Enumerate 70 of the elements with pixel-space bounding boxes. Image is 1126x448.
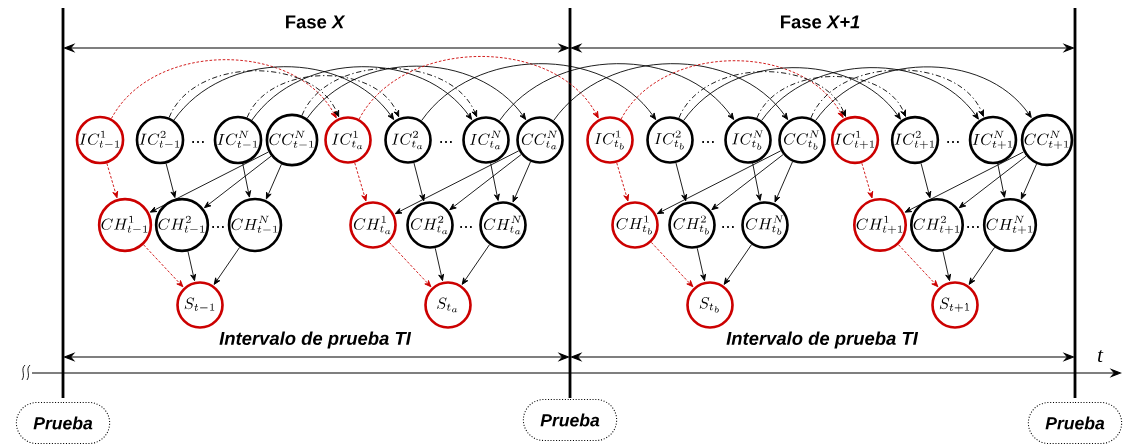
arrow bbox=[301, 67, 478, 118]
arrow bbox=[106, 162, 119, 199]
arrow bbox=[111, 59, 337, 119]
arrow bbox=[394, 150, 520, 215]
arrow bbox=[265, 163, 282, 200]
arrow bbox=[499, 63, 735, 121]
test-box: Prueba bbox=[15, 401, 111, 444]
arrow bbox=[958, 155, 1027, 209]
ellipsis: ... bbox=[440, 141, 452, 143]
ellipsis: ... bbox=[967, 226, 979, 228]
arrow bbox=[675, 162, 688, 202]
arrow bbox=[354, 162, 368, 202]
arrow bbox=[512, 161, 531, 203]
arrow bbox=[143, 244, 184, 288]
phase-label: Fase X+1 bbox=[781, 15, 860, 29]
axis-label: t bbox=[1098, 349, 1104, 362]
arrow bbox=[920, 162, 932, 199]
arrow bbox=[242, 163, 252, 198]
arrow bbox=[810, 69, 984, 119]
arrow bbox=[861, 162, 874, 199]
arrow bbox=[616, 162, 630, 202]
arrow bbox=[358, 56, 599, 120]
arrow bbox=[1020, 163, 1037, 200]
arrow bbox=[461, 244, 490, 285]
arrow bbox=[213, 247, 240, 285]
arrow bbox=[490, 162, 500, 201]
arrow bbox=[553, 63, 789, 121]
arrow bbox=[761, 67, 979, 121]
arrow bbox=[246, 75, 400, 118]
arrow bbox=[997, 163, 1007, 198]
arrow bbox=[898, 244, 939, 288]
arrow bbox=[756, 76, 906, 119]
arrow bbox=[774, 161, 793, 203]
arrow bbox=[413, 162, 426, 202]
ellipsis: ... bbox=[192, 141, 204, 143]
arrow bbox=[434, 247, 445, 282]
arrow bbox=[683, 67, 901, 121]
arrow bbox=[173, 66, 395, 121]
interval-label: Intervalo de prueba TI bbox=[219, 331, 412, 349]
arrow bbox=[942, 250, 952, 282]
arrow bbox=[251, 66, 473, 121]
test-box: Prueba bbox=[1027, 401, 1123, 444]
arrow bbox=[968, 246, 996, 285]
arrow bbox=[752, 162, 762, 201]
arrow bbox=[165, 163, 177, 198]
arrow bbox=[723, 244, 752, 285]
arrow bbox=[711, 154, 784, 211]
ellipsis: ... bbox=[722, 226, 734, 228]
arrow bbox=[656, 150, 782, 215]
arrow bbox=[388, 241, 432, 288]
arrow bbox=[449, 154, 522, 211]
ellipsis: ... bbox=[947, 141, 959, 143]
arrow bbox=[306, 65, 527, 120]
arrow bbox=[904, 151, 1025, 213]
interval-label: Intervalo de prueba TI bbox=[726, 331, 919, 349]
arrow bbox=[187, 251, 197, 282]
arrow bbox=[696, 247, 707, 282]
ellipsis: ... bbox=[702, 141, 714, 143]
arrow bbox=[204, 155, 272, 209]
arrow bbox=[149, 151, 269, 213]
ellipsis: ... bbox=[460, 226, 472, 228]
arrow bbox=[421, 63, 657, 121]
arrow bbox=[168, 70, 340, 118]
arrow bbox=[815, 66, 1032, 121]
ellipsis: ... bbox=[212, 226, 224, 228]
arrow bbox=[650, 241, 694, 288]
arrow bbox=[620, 60, 844, 120]
phase-label: Fase X bbox=[286, 15, 346, 29]
test-box: Prueba bbox=[522, 398, 618, 441]
arrow bbox=[678, 71, 846, 119]
